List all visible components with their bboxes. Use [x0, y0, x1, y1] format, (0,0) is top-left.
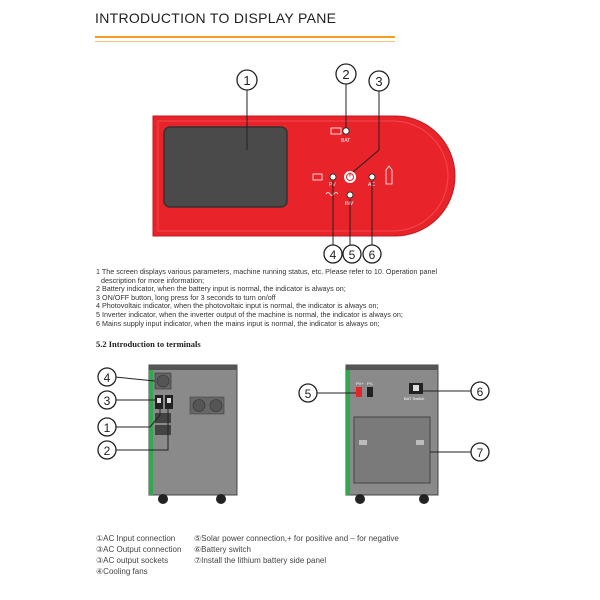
svg-text:3: 3: [104, 394, 111, 408]
legend-item: ④Cooling fans: [96, 567, 148, 576]
svg-text:5: 5: [305, 387, 312, 401]
title-underline-thin: [95, 41, 395, 42]
svg-text:1: 1: [104, 421, 111, 435]
svg-text:1: 1: [243, 73, 250, 88]
svg-text:7: 7: [477, 446, 484, 460]
right-cabinet: PV+ PV- BAT Switch: [345, 364, 439, 504]
callout-1: 1: [236, 69, 258, 91]
pv-plus-label: PV+: [356, 381, 364, 386]
left-cabinet: [148, 364, 238, 504]
svg-text:4: 4: [330, 248, 337, 262]
lcd-screen: [163, 126, 288, 208]
description-line: 4 Photovoltaic indicator, when the photo…: [96, 301, 379, 311]
bat-label: BAT: [341, 138, 350, 144]
description-line: 1 The screen displays various parameters…: [96, 267, 438, 276]
description-line: 6 Mains supply input indicator, when the…: [96, 318, 380, 328]
terminal-callout-6: 6: [470, 381, 490, 401]
page-title: INTRODUCTION TO DISPLAY PANE: [95, 10, 337, 26]
legend-item: ③AC output sockets: [96, 556, 169, 565]
power-button: [343, 170, 357, 184]
callout-6: 6: [362, 244, 382, 264]
legend-item: ⑦Install the lithium battery side panel: [194, 556, 327, 565]
display-panel-diagram: BAT PV INV AC 1 2 3 4 5 6: [152, 63, 456, 264]
terminal-callout-7: 7: [470, 442, 490, 462]
title-underline: [95, 36, 395, 38]
legend-item: ③AC Output connection: [96, 545, 182, 554]
svg-text:6: 6: [369, 248, 376, 262]
terminal-callout-4: 4: [97, 367, 117, 387]
section-title: 5.2 Introduction to terminals: [96, 339, 201, 349]
indicator-descriptions: 1 The screen displays various parameters…: [96, 267, 516, 328]
svg-text:6: 6: [477, 385, 484, 399]
svg-text:2: 2: [342, 67, 349, 82]
terminal-callout-3: 3: [97, 390, 117, 410]
legend-item: ①AC Input connection: [96, 534, 176, 543]
terminal-legend-col1: ①AC Input connection ③AC Output connecti…: [96, 533, 181, 577]
bat-switch-label: BAT Switch: [404, 396, 424, 401]
svg-text:5: 5: [349, 248, 356, 262]
svg-text:4: 4: [104, 371, 111, 385]
callout-5: 5: [342, 244, 362, 264]
terminals-diagram: 4 3 1 2 PV+ PV- BAT Switch 5 6 7: [97, 364, 490, 504]
terminal-callout-1: 1: [97, 417, 117, 437]
description-line: 5 Inverter indicator, when the inverter …: [96, 309, 403, 319]
callout-4: 4: [323, 244, 343, 264]
terminal-legend-col2: ⑤Solar power connection,+ for positive a…: [194, 533, 399, 566]
description-line: 2 Battery indicator, when the battery in…: [96, 284, 346, 294]
description-line: 3 ON/OFF button, long press for 3 second…: [96, 292, 276, 302]
legend-item: ⑥Battery switch: [194, 545, 251, 554]
terminal-callout-2: 2: [97, 440, 117, 460]
pv-minus-label: PV-: [367, 381, 374, 386]
svg-text:3: 3: [375, 74, 382, 89]
callout-2: 2: [335, 63, 357, 85]
callout-3: 3: [368, 70, 390, 92]
legend-item: ⑤Solar power connection,+ for positive a…: [194, 534, 399, 543]
description-line: description for more information;: [101, 275, 205, 285]
terminal-callout-5: 5: [298, 383, 318, 403]
svg-text:2: 2: [104, 444, 111, 458]
